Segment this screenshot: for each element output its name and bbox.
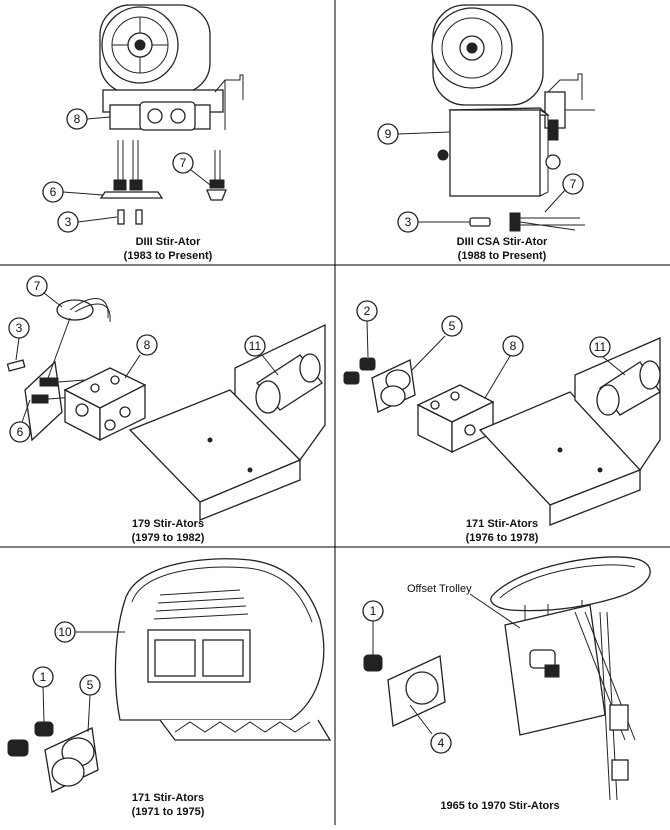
callout-circle <box>244 335 266 357</box>
callout-circle <box>172 152 194 174</box>
cord-grip-illustration <box>343 357 416 413</box>
callout-circle <box>430 732 452 754</box>
callout-circle <box>377 123 399 145</box>
callout-number: 2 <box>364 304 371 318</box>
panel-caption-title: 171 Stir-Ators <box>466 518 538 530</box>
control-box-illustration <box>437 107 561 197</box>
callout-number: 8 <box>510 339 517 353</box>
panel-caption-title: DIII Stir-Ator <box>136 236 201 248</box>
callout-circle <box>136 334 158 356</box>
panel-caption-years: (1988 to Present) <box>458 250 547 262</box>
panel-171-stirators-1976: 2 5 8 11 171 Stir-Ators (1976 to 1978) <box>343 300 661 544</box>
fuse-and-grip-illustration <box>469 212 585 232</box>
callout-number: 6 <box>50 185 57 199</box>
mounting-bracket-illustration <box>128 323 326 521</box>
callout-circle <box>441 315 463 337</box>
callout-circle <box>26 275 48 297</box>
callout-circle <box>397 211 419 233</box>
callout-circle <box>8 317 30 339</box>
callout-circle <box>54 621 76 643</box>
callout-circle <box>32 666 54 688</box>
callout-number: 10 <box>58 625 72 639</box>
callouts-panel-6: 1 4 <box>362 600 452 754</box>
callouts-panel-4: 2 5 8 11 <box>356 300 626 399</box>
callout-number: 4 <box>438 736 445 750</box>
callouts-panel-3: 7 3 8 11 6 <box>8 275 279 443</box>
callout-number: 3 <box>65 215 72 229</box>
panel-1965-1970-stirators: 1 4 Offset Trolley 1965 to 1970 Stir-Ato… <box>362 556 651 812</box>
callout-circle <box>589 336 611 358</box>
callout-circle <box>562 173 584 195</box>
callout-number: 7 <box>180 156 187 170</box>
panel-caption-years: (1979 to 1982) <box>132 532 205 544</box>
panel-diii-stirator: 8 7 6 3 DIII Stir-Ator (1983 to Present) <box>42 4 244 262</box>
cord-grip-illustration <box>7 721 99 793</box>
panel-caption-title: 1965 to 1970 Stir-Ators <box>440 800 559 812</box>
callout-circle <box>362 600 384 622</box>
callout-circle <box>9 421 31 443</box>
callout-number: 1 <box>40 670 47 684</box>
callout-number: 7 <box>34 279 41 293</box>
callout-circle <box>502 335 524 357</box>
cord-grip-illustration <box>99 140 227 225</box>
callout-number: 11 <box>594 340 607 354</box>
pipe-illustration <box>255 353 323 414</box>
junction-block-illustration <box>63 367 147 442</box>
panel-caption-years: (1976 to 1978) <box>466 532 539 544</box>
callout-circle <box>79 674 101 696</box>
callout-number: 5 <box>87 678 94 692</box>
panel-caption-years: (1983 to Present) <box>124 250 213 262</box>
callouts-panel-2: 9 7 3 <box>377 123 584 233</box>
callouts-panel-1: 8 7 6 3 <box>42 108 215 233</box>
callout-number: 8 <box>144 338 151 352</box>
junction-block-illustration <box>416 384 495 454</box>
cord-grip-illustration <box>363 654 446 727</box>
panel-171-stirators-1971: 10 1 5 171 Stir-Ators (1971 to 1975) <box>7 558 332 818</box>
motor-housing-illustration <box>431 4 595 129</box>
panel-caption-title: DIII CSA Stir-Ator <box>457 236 548 248</box>
callouts-panel-5: 10 1 5 <box>32 621 125 733</box>
callout-circle <box>42 181 64 203</box>
callout-number: 11 <box>249 339 262 353</box>
trolley-illustration <box>490 556 651 801</box>
panel-diii-csa-stirator: 9 7 3 DIII CSA Stir-Ator (1988 to Presen… <box>377 4 595 262</box>
callout-number: 1 <box>370 604 377 618</box>
junction-box-illustration <box>109 101 211 131</box>
grip-plate-illustration <box>6 298 111 442</box>
panel-caption-years: (1971 to 1975) <box>132 806 205 818</box>
callout-number: 6 <box>17 425 24 439</box>
panel-caption-title: 179 Stir-Ators <box>132 518 204 530</box>
callout-number: 3 <box>405 215 412 229</box>
blower-housing-illustration <box>114 558 332 741</box>
panel-179-stirators: 7 3 8 11 6 179 Stir-Ators (1979 to 1982) <box>6 275 326 544</box>
callout-number: 7 <box>570 177 577 191</box>
callout-circle <box>66 108 88 130</box>
callout-circle <box>57 211 79 233</box>
callout-number: 5 <box>449 319 456 333</box>
pipe-illustration <box>596 360 661 416</box>
offset-trolley-leader <box>469 593 521 629</box>
callout-number: 8 <box>74 112 81 126</box>
callout-number: 9 <box>385 127 392 141</box>
callout-circle <box>356 300 378 322</box>
offset-trolley-label: Offset Trolley <box>407 583 472 595</box>
callout-number: 3 <box>16 321 23 335</box>
panel-caption-title: 171 Stir-Ators <box>132 792 204 804</box>
